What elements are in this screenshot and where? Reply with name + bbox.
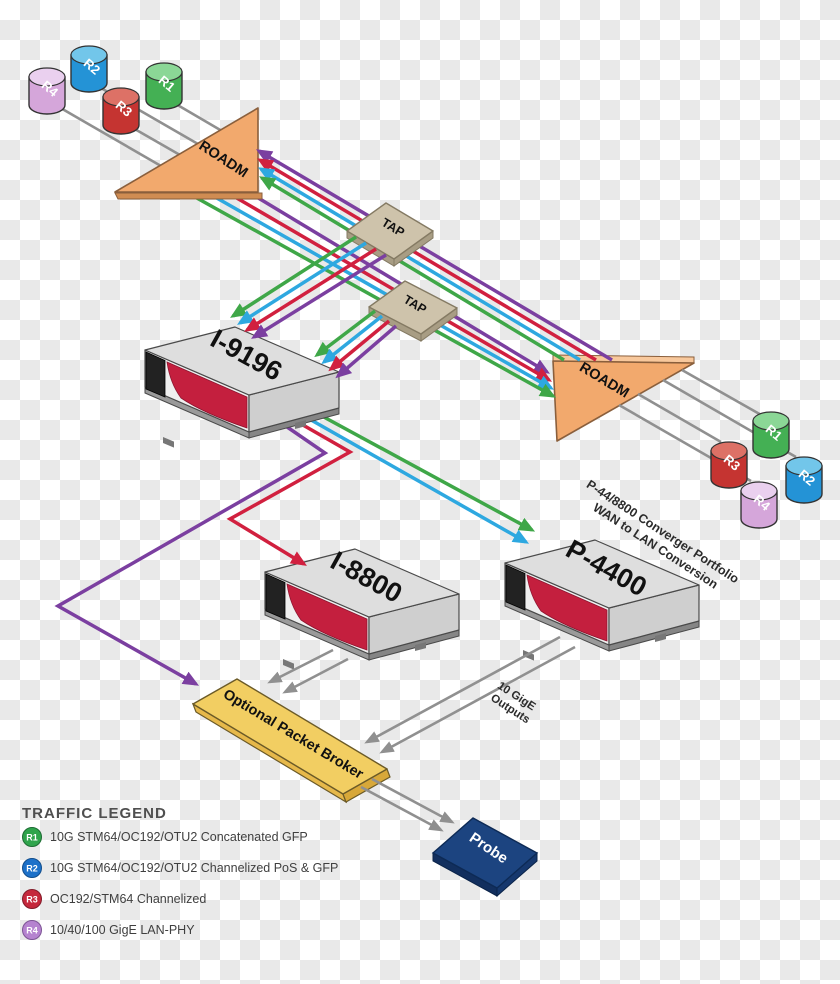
ring-r4-right-top <box>740 481 778 501</box>
flow-out-green-to-p4400 <box>297 401 536 532</box>
legend-badge-r1 <box>22 827 42 847</box>
probe-top <box>431 817 539 889</box>
link-broker-probe-1 <box>371 777 455 824</box>
legend-item-r4: R4 10/40/100 GigE LAN-PHY <box>22 920 195 940</box>
tap1-feed-green <box>230 235 357 318</box>
fiber-right-r3 <box>637 392 722 444</box>
ring-r4-left-top <box>28 67 66 87</box>
annotation-outputs: 10 GigE Outputs <box>487 680 540 727</box>
roadm-right-body <box>552 360 695 442</box>
flow-east-r1-green <box>194 195 557 398</box>
ring-r1-right-body <box>752 420 790 459</box>
ring-r3-right-body <box>710 450 748 489</box>
packet-broker: Optional Packet Broker <box>191 678 391 804</box>
i9196-output-flows <box>54 401 536 686</box>
ring-r1-left-body <box>145 71 183 110</box>
ring-r4-left-body <box>28 76 66 115</box>
tap2-feed-purple <box>335 324 398 379</box>
legend-badge-r2 <box>22 858 42 878</box>
tap-1-top <box>346 202 434 260</box>
ring-r3-left: R3 <box>102 87 140 135</box>
legend-item-r2: R2 10G STM64/OC192/OTU2 Channelized PoS … <box>22 858 338 878</box>
legend-badge-r4 <box>22 920 42 940</box>
wavelength-bundle-westbound <box>255 149 613 362</box>
roadm-left-bevel <box>114 192 263 200</box>
ring-r2-left-body <box>70 54 108 93</box>
ring-r4-right: R4 <box>740 481 778 529</box>
flow-out-blue-to-p4400 <box>289 406 530 544</box>
flow-east-r3-red <box>234 195 553 382</box>
legend-label-r4: 10/40/100 GigE LAN-PHY <box>50 923 195 937</box>
legend-label-r2: 10G STM64/OC192/OTU2 Channelized PoS & G… <box>50 861 338 875</box>
flow-out-purple-to-broker <box>54 416 329 686</box>
legend-badge-r1-text: R1 <box>26 833 38 843</box>
ring-r1-left-top <box>145 62 183 82</box>
flow-west-r1-green <box>259 176 565 362</box>
tap2-feed-red <box>328 319 391 372</box>
legend-item-r3: R3 OC192/STM64 Channelized <box>22 889 206 909</box>
legend-badge-r3 <box>22 889 42 909</box>
legend-label-r3: OC192/STM64 Channelized <box>50 892 206 906</box>
roadm-left: ROADM <box>114 107 263 200</box>
ring-r2-left: R2 <box>70 45 108 93</box>
legend-item-r1: R1 10G STM64/OC192/OTU2 Concatenated GFP <box>22 827 308 847</box>
packet-broker-top <box>192 678 388 795</box>
ring-r4-right-body <box>740 490 778 529</box>
ring-fiber-lines <box>51 82 797 483</box>
flow-west-r4-purple <box>255 149 613 362</box>
flow-west-r2-blue <box>257 167 581 362</box>
tap1-feed-blue <box>237 241 367 325</box>
ring-r2-right-top <box>785 456 823 476</box>
ring-r3-right-top <box>710 441 748 461</box>
legend-badge-r4-text: R4 <box>26 926 38 936</box>
flow-out-red-to-i8800 <box>226 411 354 566</box>
legend-label-r1: 10G STM64/OC192/OTU2 Concatenated GFP <box>50 830 308 844</box>
tap-2: TAP <box>368 280 458 342</box>
ring-r4-left: R4 <box>28 67 66 115</box>
tap1-feed-purple <box>251 253 387 339</box>
legend-title: TRAFFIC LEGEND <box>22 805 167 822</box>
ring-r2-right: R2 <box>785 456 823 504</box>
tap-feeds <box>230 235 398 379</box>
tap2-feed-green <box>314 309 377 358</box>
tap-2-top <box>368 280 458 335</box>
device-i8800: I-8800 <box>264 545 460 671</box>
link-i8800-broker-2 <box>282 657 349 694</box>
gige-connectors <box>267 635 576 832</box>
ring-r2-right-body <box>785 465 823 504</box>
ring-r1-left: R1 <box>145 62 183 110</box>
ring-r3-left-top <box>102 87 140 107</box>
ring-r2-left-top <box>70 45 108 65</box>
tap2-feed-blue <box>321 314 384 365</box>
flow-east-r2-blue <box>214 195 555 390</box>
traffic-legend: TRAFFIC LEGEND R1 10G STM64/OC192/OTU2 C… <box>22 805 338 940</box>
link-i8800-broker-1 <box>267 648 334 684</box>
ring-r1-right: R1 <box>752 411 790 459</box>
fiber-left-r4 <box>51 101 162 168</box>
ring-r1-right-top <box>752 411 790 431</box>
flow-west-r3-red <box>256 158 597 362</box>
probe: Probe <box>431 817 539 898</box>
legend-badge-r2-text: R2 <box>26 864 38 874</box>
fiber-right-r1 <box>681 368 764 418</box>
link-p4400-broker-1 <box>364 635 561 744</box>
link-broker-probe-2 <box>360 785 444 832</box>
link-p4400-broker-2 <box>379 645 576 754</box>
ring-r3-left-body <box>102 96 140 135</box>
ring-r3-right: R3 <box>710 441 748 489</box>
svg-text:10 GigE Outputs: 10 GigE Outputs <box>487 680 540 727</box>
tap1-feed-red <box>244 247 377 332</box>
legend-badge-r3-text: R3 <box>26 895 38 905</box>
roadm-right: ROADM <box>552 354 695 442</box>
